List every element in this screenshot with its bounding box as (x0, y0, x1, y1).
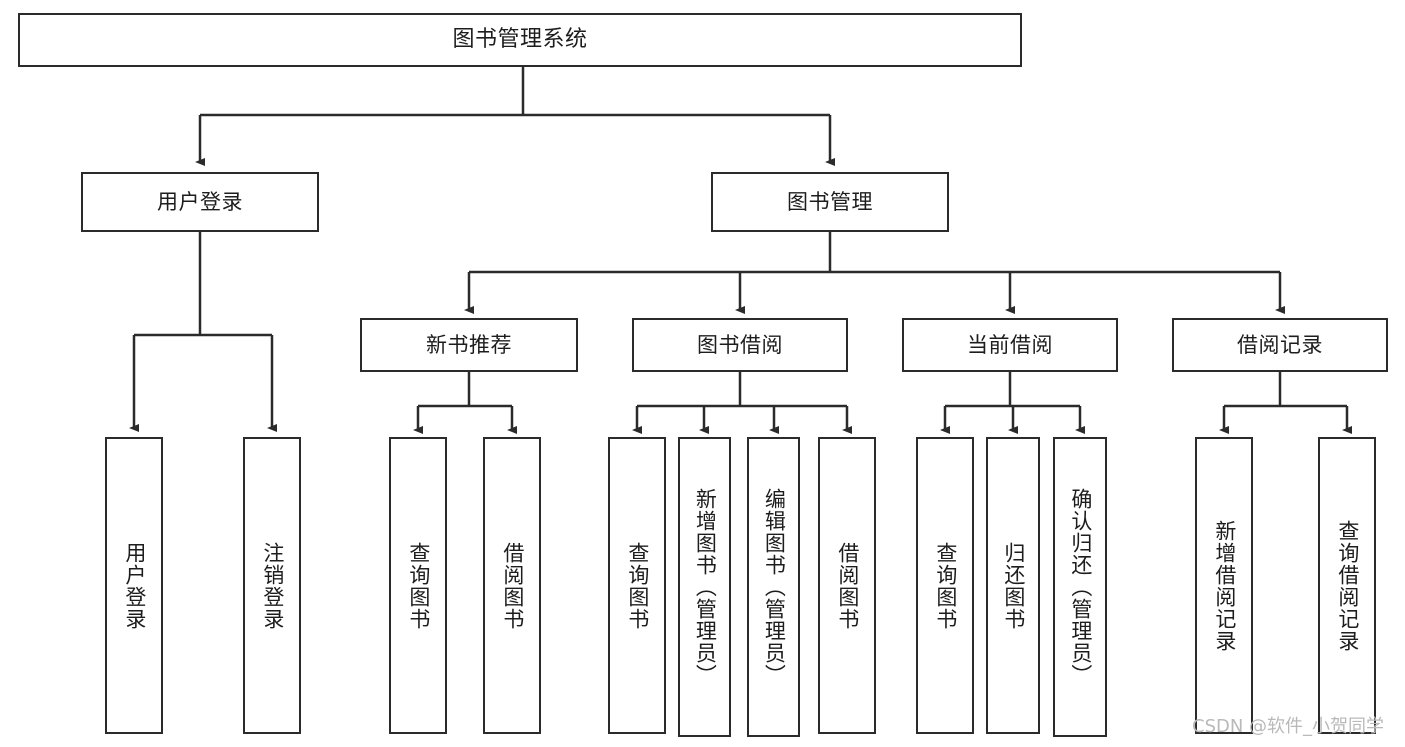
node-leaf-confirm-return-admin-label: 确认归还（管理员） (1068, 488, 1093, 686)
node-book-manage[interactable]: 图书管理 (711, 172, 949, 232)
node-leaf-add-book-admin[interactable]: 新增图书（管理员） (678, 437, 731, 737)
node-borrow-record[interactable]: 借阅记录 (1172, 318, 1388, 372)
node-user-login[interactable]: 用户登录 (81, 172, 319, 232)
node-leaf-query-book-2-label: 查询图书 (625, 541, 650, 630)
node-leaf-query-book-3-label: 查询图书 (933, 541, 958, 630)
node-leaf-add-borrow-record-label: 新增借阅记录 (1212, 519, 1237, 652)
node-user-login-label: 用户登录 (157, 189, 243, 214)
node-leaf-user-login[interactable]: 用户登录 (105, 437, 163, 734)
node-leaf-logout-login[interactable]: 注销登录 (243, 437, 301, 734)
node-leaf-query-book-2[interactable]: 查询图书 (608, 437, 666, 734)
node-leaf-borrow-book-2[interactable]: 借阅图书 (818, 437, 876, 734)
node-current-borrow[interactable]: 当前借阅 (902, 318, 1118, 372)
node-leaf-add-book-admin-label: 新增图书（管理员） (693, 488, 718, 686)
node-book-borrow-label: 图书借阅 (697, 332, 783, 357)
node-leaf-borrow-book-1[interactable]: 借阅图书 (483, 437, 541, 734)
node-leaf-confirm-return-admin[interactable]: 确认归还（管理员） (1053, 437, 1107, 737)
node-leaf-query-borrow-record[interactable]: 查询借阅记录 (1318, 437, 1376, 734)
node-leaf-return-book[interactable]: 归还图书 (986, 437, 1040, 734)
node-current-borrow-label: 当前借阅 (967, 332, 1053, 357)
node-leaf-edit-book-admin-label: 编辑图书（管理员） (762, 488, 787, 686)
node-leaf-query-borrow-record-label: 查询借阅记录 (1335, 519, 1360, 652)
watermark: CSDN @软件_小贺同学 (1192, 716, 1385, 737)
node-book-borrow[interactable]: 图书借阅 (632, 318, 848, 372)
node-leaf-user-login-label: 用户登录 (122, 541, 147, 630)
node-book-manage-label: 图书管理 (787, 189, 873, 214)
node-leaf-query-book-1-label: 查询图书 (406, 541, 431, 630)
node-leaf-borrow-book-2-label: 借阅图书 (835, 541, 860, 630)
node-leaf-query-book-1[interactable]: 查询图书 (389, 437, 447, 734)
node-leaf-logout-login-label: 注销登录 (260, 541, 285, 630)
node-new-book-recommend-label: 新书推荐 (426, 332, 512, 357)
node-borrow-record-label: 借阅记录 (1237, 332, 1323, 357)
node-leaf-add-borrow-record[interactable]: 新增借阅记录 (1195, 437, 1253, 734)
node-leaf-borrow-book-1-label: 借阅图书 (500, 541, 525, 630)
node-new-book-recommend[interactable]: 新书推荐 (360, 318, 578, 372)
node-leaf-edit-book-admin[interactable]: 编辑图书（管理员） (747, 437, 800, 737)
node-leaf-return-book-label: 归还图书 (1001, 541, 1026, 630)
node-root[interactable]: 图书管理系统 (18, 13, 1022, 67)
node-root-label: 图书管理系统 (452, 27, 588, 53)
node-leaf-query-book-3[interactable]: 查询图书 (916, 437, 974, 734)
